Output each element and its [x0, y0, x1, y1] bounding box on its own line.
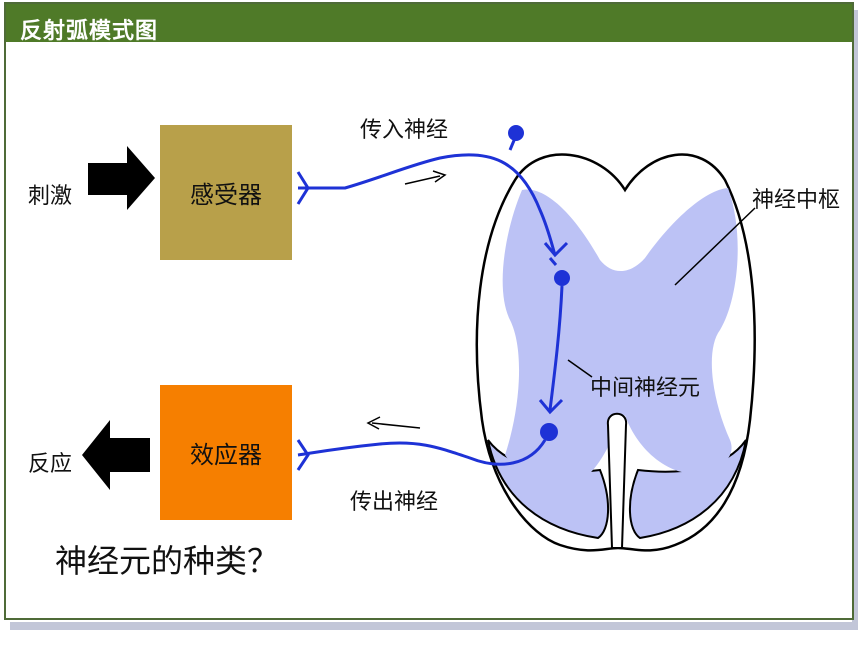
- interneuron-leader: [567, 359, 593, 378]
- afferent-neuron-fiber: [298, 153, 557, 256]
- interneuron-label: 中间神经元: [590, 376, 701, 401]
- stimulus-label: 刺激: [28, 184, 73, 209]
- efferent-nerve-label: 传出神经: [350, 490, 439, 515]
- response-arrow: [82, 420, 150, 490]
- nerve-center-leader: [674, 207, 756, 286]
- effector-label: 效应器: [190, 441, 262, 469]
- title-bar: 反射弧模式图: [6, 4, 852, 44]
- efferent-direction-line: [371, 422, 421, 429]
- nerve-center-label: 神经中枢: [752, 188, 841, 213]
- effector-terminal-fork: [296, 439, 310, 471]
- question-text: 神经元的种类？: [55, 542, 280, 580]
- afferent-cell-body: [508, 125, 524, 141]
- frame-shadow-right: [852, 10, 858, 630]
- receptor-box: 感受器: [160, 125, 292, 260]
- interneuron-terminal-fork: [538, 398, 564, 415]
- efferent-cell-body: [540, 423, 558, 441]
- response-label: 反应: [28, 452, 73, 477]
- stimulus-arrow: [88, 146, 155, 210]
- interneuron-axon: [548, 285, 564, 411]
- gray-matter: [502, 188, 738, 480]
- effector-box: 效应器: [160, 385, 292, 520]
- receptor-label: 感受器: [190, 181, 262, 209]
- interneuron-cell-body: [554, 270, 570, 286]
- interneuron-dendrite: [548, 257, 558, 266]
- afferent-nerve-label: 传入神经: [360, 118, 449, 143]
- afferent-direction-head: [432, 170, 447, 183]
- afferent-terminal-fork: [543, 241, 569, 258]
- efferent-neuron-fiber: [297, 439, 547, 466]
- efferent-direction-head: [366, 416, 381, 430]
- afferent-direction-line: [404, 175, 441, 185]
- central-canal: [606, 412, 628, 549]
- receptor-dendrite-fork: [296, 171, 310, 205]
- slide-title: 反射弧模式图: [20, 19, 159, 44]
- frame-shadow-bottom: [10, 622, 856, 630]
